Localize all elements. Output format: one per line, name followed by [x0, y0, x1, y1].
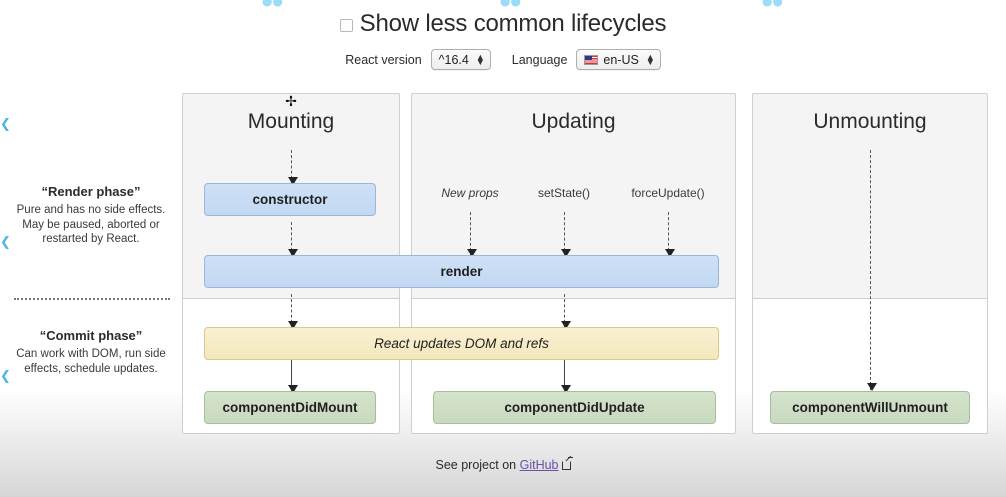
arrow-render-to-commit-updating [560, 294, 571, 329]
arrow-commit-to-did-mount [287, 360, 298, 393]
lifecycle-box-component-will-unmount[interactable]: componentWillUnmount [770, 391, 970, 424]
trigger-force-update: forceUpdate() [631, 186, 705, 200]
github-link[interactable]: GitHub [519, 458, 559, 472]
column-unmounting[interactable]: Unmounting [752, 93, 988, 434]
left-edge-marker-1: ❮ [0, 117, 11, 132]
arrow-new-props-to-render [466, 212, 477, 257]
render-phase-title: “Render phase” [41, 184, 141, 199]
show-less-common-lifecycles-checkbox[interactable] [339, 19, 353, 32]
chevron-updown-icon[interactable]: ▲▼ [645, 51, 655, 67]
commit-phase-annotation: “Commit phase” Can work with DOM, run si… [14, 328, 168, 376]
lifecycle-box-component-did-mount[interactable]: componentDidMount [204, 391, 376, 424]
render-phase-annotation: “Render phase” Pure and has no side effe… [14, 184, 168, 247]
left-edge-marker-3: ❮ [0, 369, 11, 384]
top-edge-marker-1: ●● [262, 0, 283, 8]
column-mounting-title: Mounting [247, 110, 335, 133]
commit-phase-description: Can work with DOM, run side effects, sch… [16, 348, 166, 375]
arrow-render-to-commit [287, 294, 298, 329]
show-less-common-lifecycles-row[interactable]: Show less common lifecycles [0, 10, 1006, 38]
column-updating-title: Updating [531, 110, 616, 133]
react-version-value: ^16.4 [438, 52, 469, 67]
arrow-commit-to-did-update [560, 360, 571, 393]
arrow-force-update-to-render [664, 212, 675, 257]
lifecycle-box-constructor[interactable]: constructor [204, 183, 376, 216]
commit-phase-title: “Commit phase” [39, 328, 143, 343]
arrow-constructor-to-render [287, 222, 298, 257]
footer-text-prefix: See project on [435, 458, 520, 472]
react-version-label: React version [345, 52, 422, 67]
show-less-common-lifecycles-label: Show less common lifecycles [359, 10, 667, 37]
header: Show less common lifecycles React versio… [0, 0, 1006, 70]
top-edge-marker-3: ●● [762, 0, 783, 8]
column-unmounting-title: Unmounting [813, 110, 927, 133]
lifecycle-box-component-did-update[interactable]: componentDidUpdate [433, 391, 716, 424]
controls-row: React version ^16.4 ▲▼ Language en-US ▲▼ [0, 49, 1006, 70]
language-select[interactable]: en-US ▲▼ [576, 49, 661, 70]
language-value: en-US [603, 52, 639, 67]
trigger-set-state: setState() [537, 186, 591, 200]
footer: See project on GitHub [0, 457, 1006, 472]
react-version-select[interactable]: ^16.4 ▲▼ [430, 49, 491, 70]
phase-divider-dotted [14, 298, 170, 300]
lifecycle-box-render[interactable]: render [204, 255, 719, 288]
lifecycle-box-react-updates-dom-and-refs[interactable]: React updates DOM and refs [204, 327, 719, 360]
top-edge-marker-2: ●● [500, 0, 521, 8]
lifecycle-diagram: “Render phase” Pure and has no side effe… [0, 93, 1006, 438]
language-label: Language [511, 52, 568, 67]
move-cursor-icon: ✢ [285, 93, 297, 109]
arrow-title-to-constructor [287, 150, 298, 185]
render-phase-description: Pure and has no side effects. May be pau… [16, 204, 166, 246]
external-link-icon [561, 457, 573, 470]
lifecycle-boxes-overlay: constructor render React updates DOM and… [182, 93, 1006, 438]
chevron-updown-icon[interactable]: ▲▼ [475, 51, 485, 67]
left-edge-marker-2: ❮ [0, 235, 11, 250]
arrow-title-to-will-unmount [866, 150, 877, 391]
phase-annotations-sidebar: “Render phase” Pure and has no side effe… [0, 93, 182, 438]
arrow-set-state-to-render [560, 212, 571, 257]
us-flag-icon [584, 54, 599, 65]
trigger-new-props: New props [441, 186, 499, 200]
